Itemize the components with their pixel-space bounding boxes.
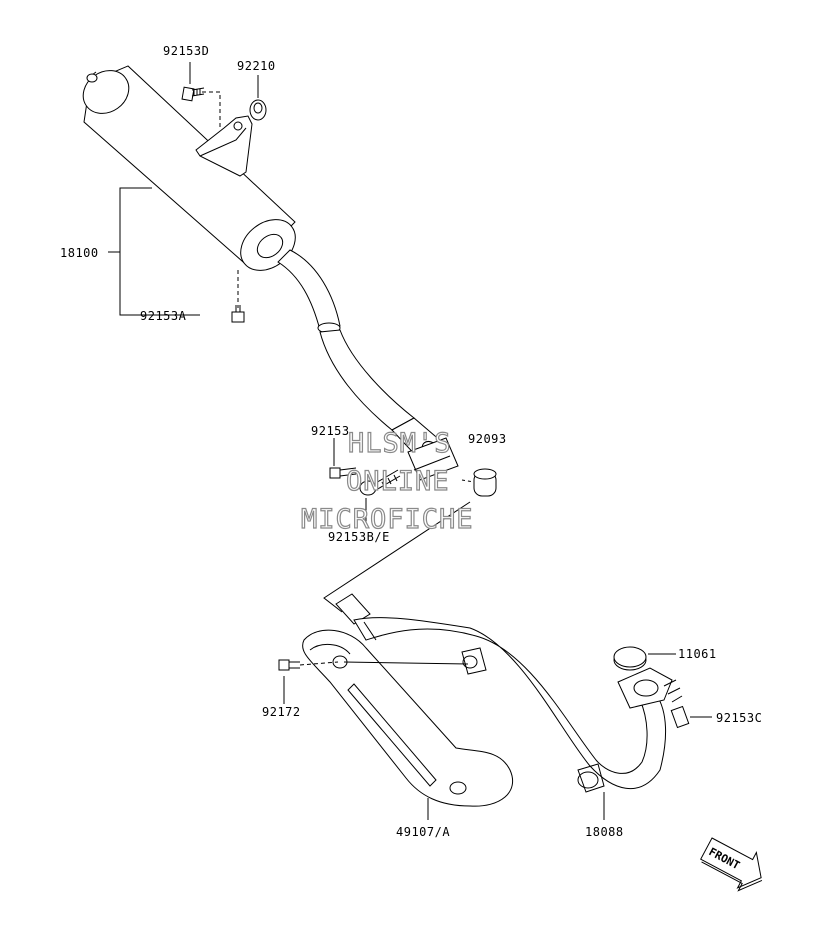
watermark-line1: HLSM'S — [348, 428, 452, 459]
collar-92210[interactable] — [249, 99, 267, 121]
gasket-11061[interactable] — [613, 646, 647, 671]
label-92093: 92093 — [468, 432, 507, 446]
watermark-line2: ONLINE — [346, 466, 450, 497]
exhaust-pipe-18088[interactable] — [335, 593, 673, 793]
label-11061: 11061 — [678, 647, 717, 661]
label-92210: 92210 — [237, 59, 276, 73]
label-49107A: 49107/A — [396, 825, 450, 839]
heat-guard-49107A[interactable] — [302, 629, 513, 807]
label-92153C: 92153C — [716, 711, 762, 725]
label-92153D: 92153D — [163, 44, 209, 58]
leader-guard-to-pipe — [343, 661, 469, 665]
leader-92153D-dash — [202, 91, 221, 128]
label-18100: 18100 — [60, 246, 99, 260]
bolt-92153D[interactable] — [181, 86, 205, 102]
muffler-18100[interactable] — [75, 62, 446, 466]
bolt-92153C[interactable] — [663, 679, 690, 729]
watermark-line3: MICROFICHE — [301, 504, 474, 535]
label-92153: 92153 — [311, 424, 350, 438]
label-92153A: 92153A — [140, 309, 187, 323]
front-arrow-icon: FRONT — [700, 837, 763, 892]
label-18088: 18088 — [585, 825, 624, 839]
bolt-92172[interactable] — [278, 659, 300, 671]
leader-joint — [323, 501, 471, 613]
clamp-parts[interactable] — [329, 437, 497, 497]
leader-92172-dash — [299, 661, 339, 666]
label-92153BE: 92153B/E — [328, 530, 390, 544]
label-92172: 92172 — [262, 705, 301, 719]
bolt-92153A[interactable] — [231, 305, 245, 323]
